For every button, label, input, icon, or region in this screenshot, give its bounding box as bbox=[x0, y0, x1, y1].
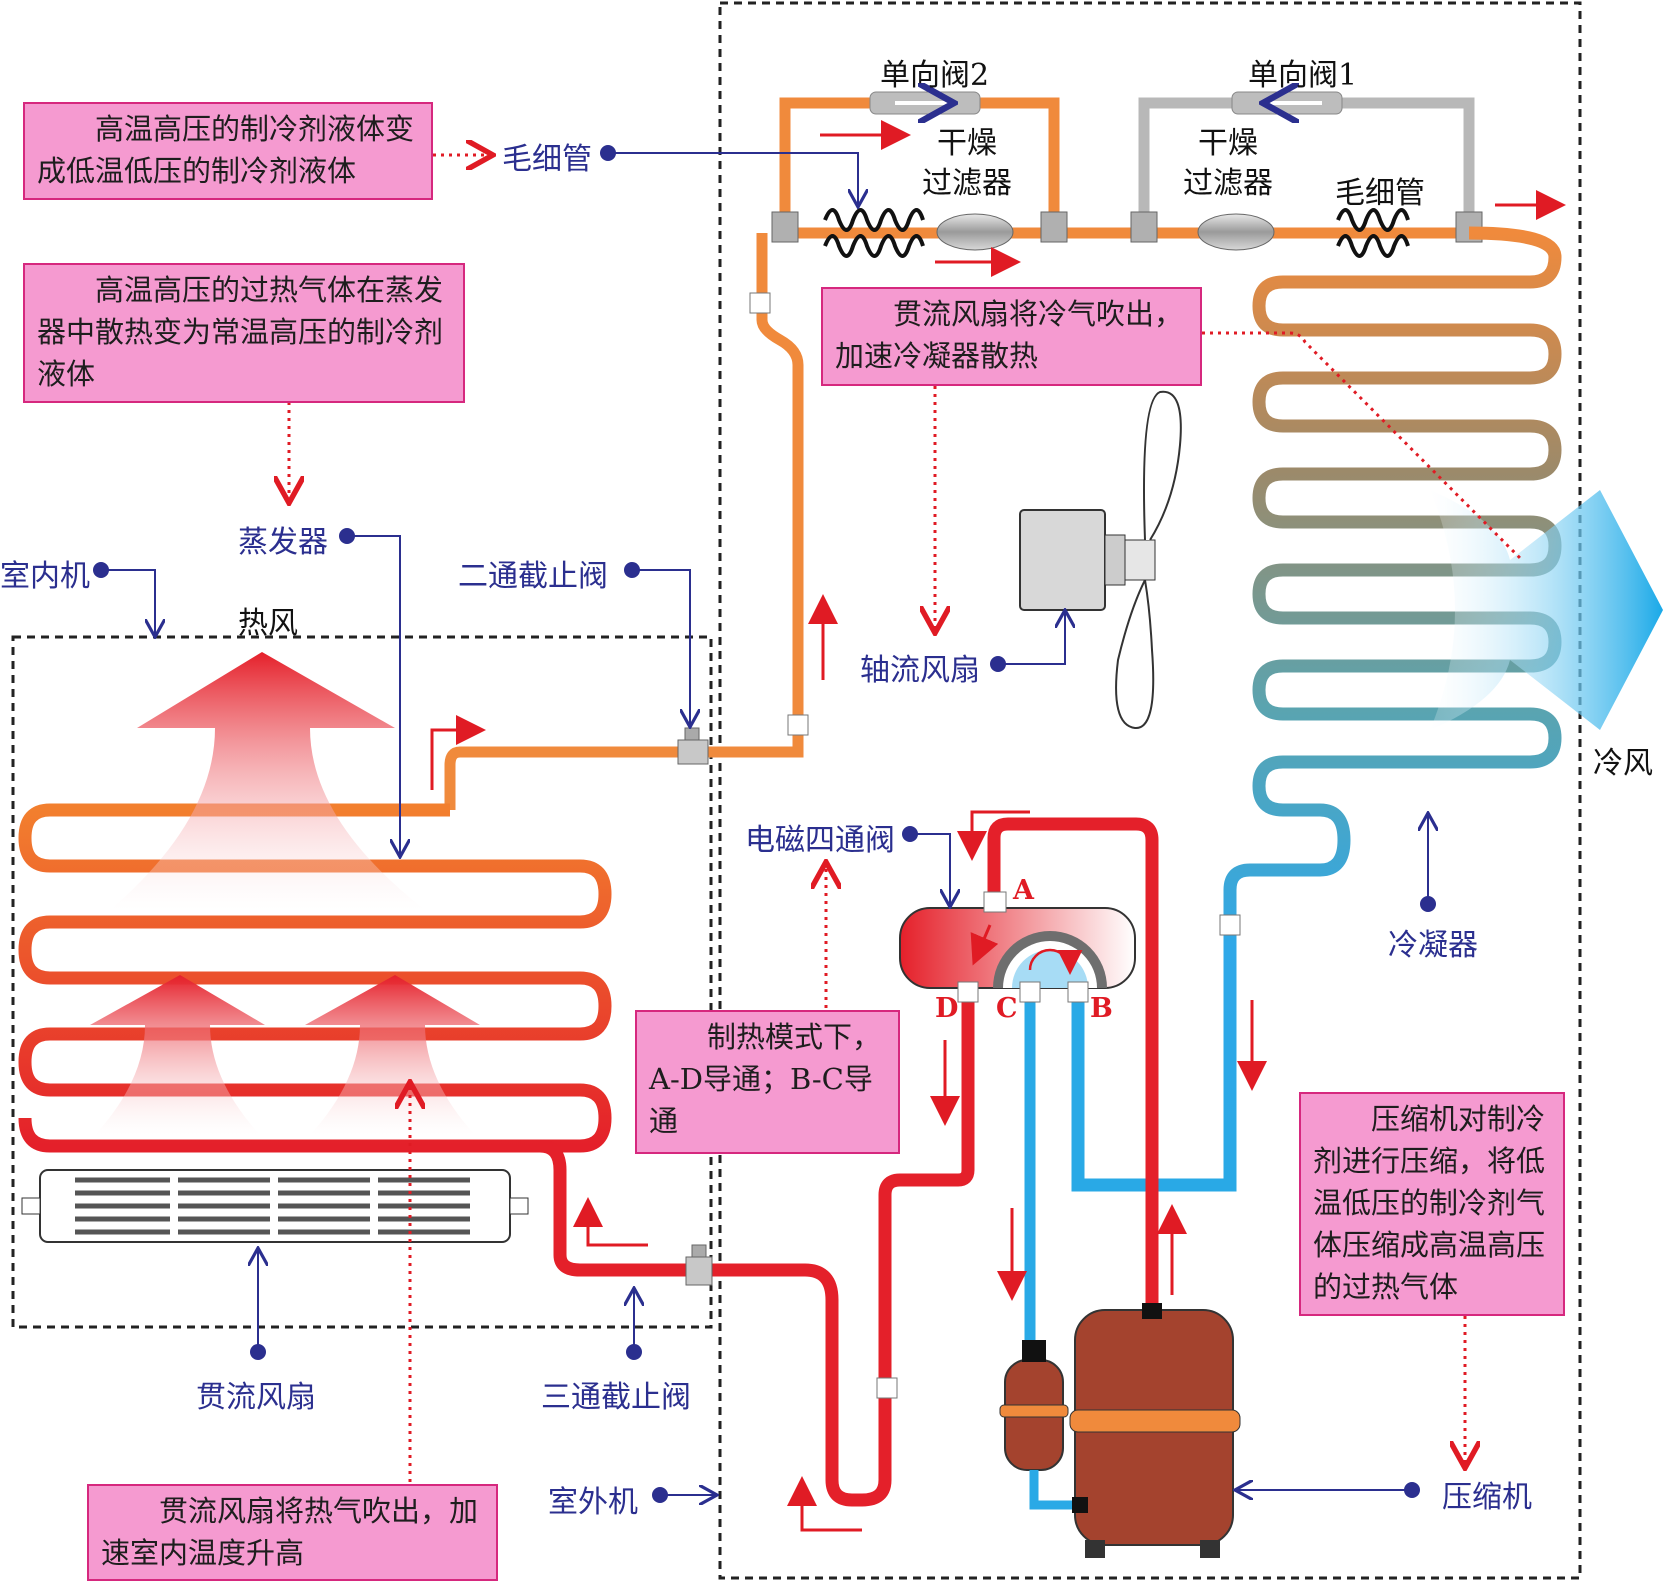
evaporator-coil bbox=[18, 803, 612, 1153]
discharge-line bbox=[987, 817, 1159, 1310]
capillary-coil-right bbox=[1336, 208, 1410, 258]
indoor-unit-box bbox=[11, 635, 713, 1329]
cross-flow-fan-label: 贯流风扇 bbox=[196, 1380, 316, 1415]
liquid-line bbox=[444, 233, 804, 810]
hot-air-label: 热风 bbox=[238, 606, 298, 641]
hot-air-arrows bbox=[90, 652, 480, 1135]
check-valve-1-label: 单向阀1 bbox=[1248, 58, 1358, 93]
four-way-valve-label: 电磁四通阀 bbox=[745, 823, 895, 858]
capillary-label-right: 毛细管 bbox=[1335, 176, 1425, 211]
dryer-filter-2-body bbox=[1197, 213, 1275, 251]
cross-flow-fan bbox=[21, 1169, 529, 1243]
two-way-valve-body bbox=[677, 739, 709, 765]
compressor-label: 压缩机 bbox=[1442, 1480, 1532, 1515]
axial-fan bbox=[1019, 390, 1182, 730]
three-way-valve-body bbox=[685, 1256, 713, 1286]
port-c-label: C bbox=[996, 993, 1018, 1024]
top-pipe-loop bbox=[771, 92, 1483, 258]
three-way-valve-label: 三通截止阀 bbox=[541, 1380, 691, 1415]
compressor-body bbox=[999, 1303, 1241, 1558]
axial-fan-label: 轴流风扇 bbox=[860, 653, 980, 688]
condenser-label: 冷凝器 bbox=[1388, 928, 1478, 963]
flow-arrows bbox=[430, 120, 1566, 1532]
evaporator-label: 蒸发器 bbox=[238, 525, 328, 560]
port-a-label: A bbox=[1013, 875, 1034, 906]
dryer-filter-1-label: 干燥 过滤器 bbox=[922, 126, 1012, 201]
leader-lines bbox=[105, 152, 1428, 1495]
fan-outdoor-note: 贯流风扇将冷气吹出，加速冷凝器散热 bbox=[821, 287, 1202, 386]
valve-note: 制热模式下，A-D导通；B-C导通 bbox=[635, 1010, 900, 1154]
outdoor-unit-label: 室外机 bbox=[548, 1485, 638, 1520]
note-connectors bbox=[289, 155, 1524, 1482]
two-way-valve-label: 二通截止阀 bbox=[458, 559, 608, 594]
cold-air-arrow bbox=[1430, 490, 1663, 730]
dryer-filter-1-body bbox=[936, 213, 1014, 251]
evaporator-outlet bbox=[539, 1139, 700, 1277]
gas-line bbox=[705, 995, 975, 1507]
capillary-coil-left bbox=[823, 208, 925, 258]
evaporator-note: 高温高压的过热气体在蒸发器中散热变为常温高压的制冷剂液体 bbox=[23, 263, 465, 403]
four-way-valve bbox=[899, 907, 1136, 989]
cold-air-label: 冷风 bbox=[1593, 746, 1653, 781]
leader-dots bbox=[93, 145, 1436, 1503]
indoor-unit-label: 室内机 bbox=[0, 559, 90, 594]
check-valve-2-label: 单向阀2 bbox=[880, 58, 990, 93]
port-b-label: B bbox=[1090, 993, 1113, 1024]
port-d-label: D bbox=[935, 993, 959, 1024]
fan-indoor-note: 贯流风扇将热气吹出，加速室内温度升高 bbox=[87, 1484, 498, 1581]
capillary-note: 高温高压的制冷剂液体变成低温低压的制冷剂液体 bbox=[23, 102, 433, 200]
capillary-label-left: 毛细管 bbox=[502, 142, 592, 177]
compressor-note: 压缩机对制冷剂进行压缩，将低温低压的制冷剂气体压缩成高温高压的过热气体 bbox=[1299, 1092, 1565, 1316]
dryer-filter-2-label: 干燥 过滤器 bbox=[1183, 126, 1273, 201]
